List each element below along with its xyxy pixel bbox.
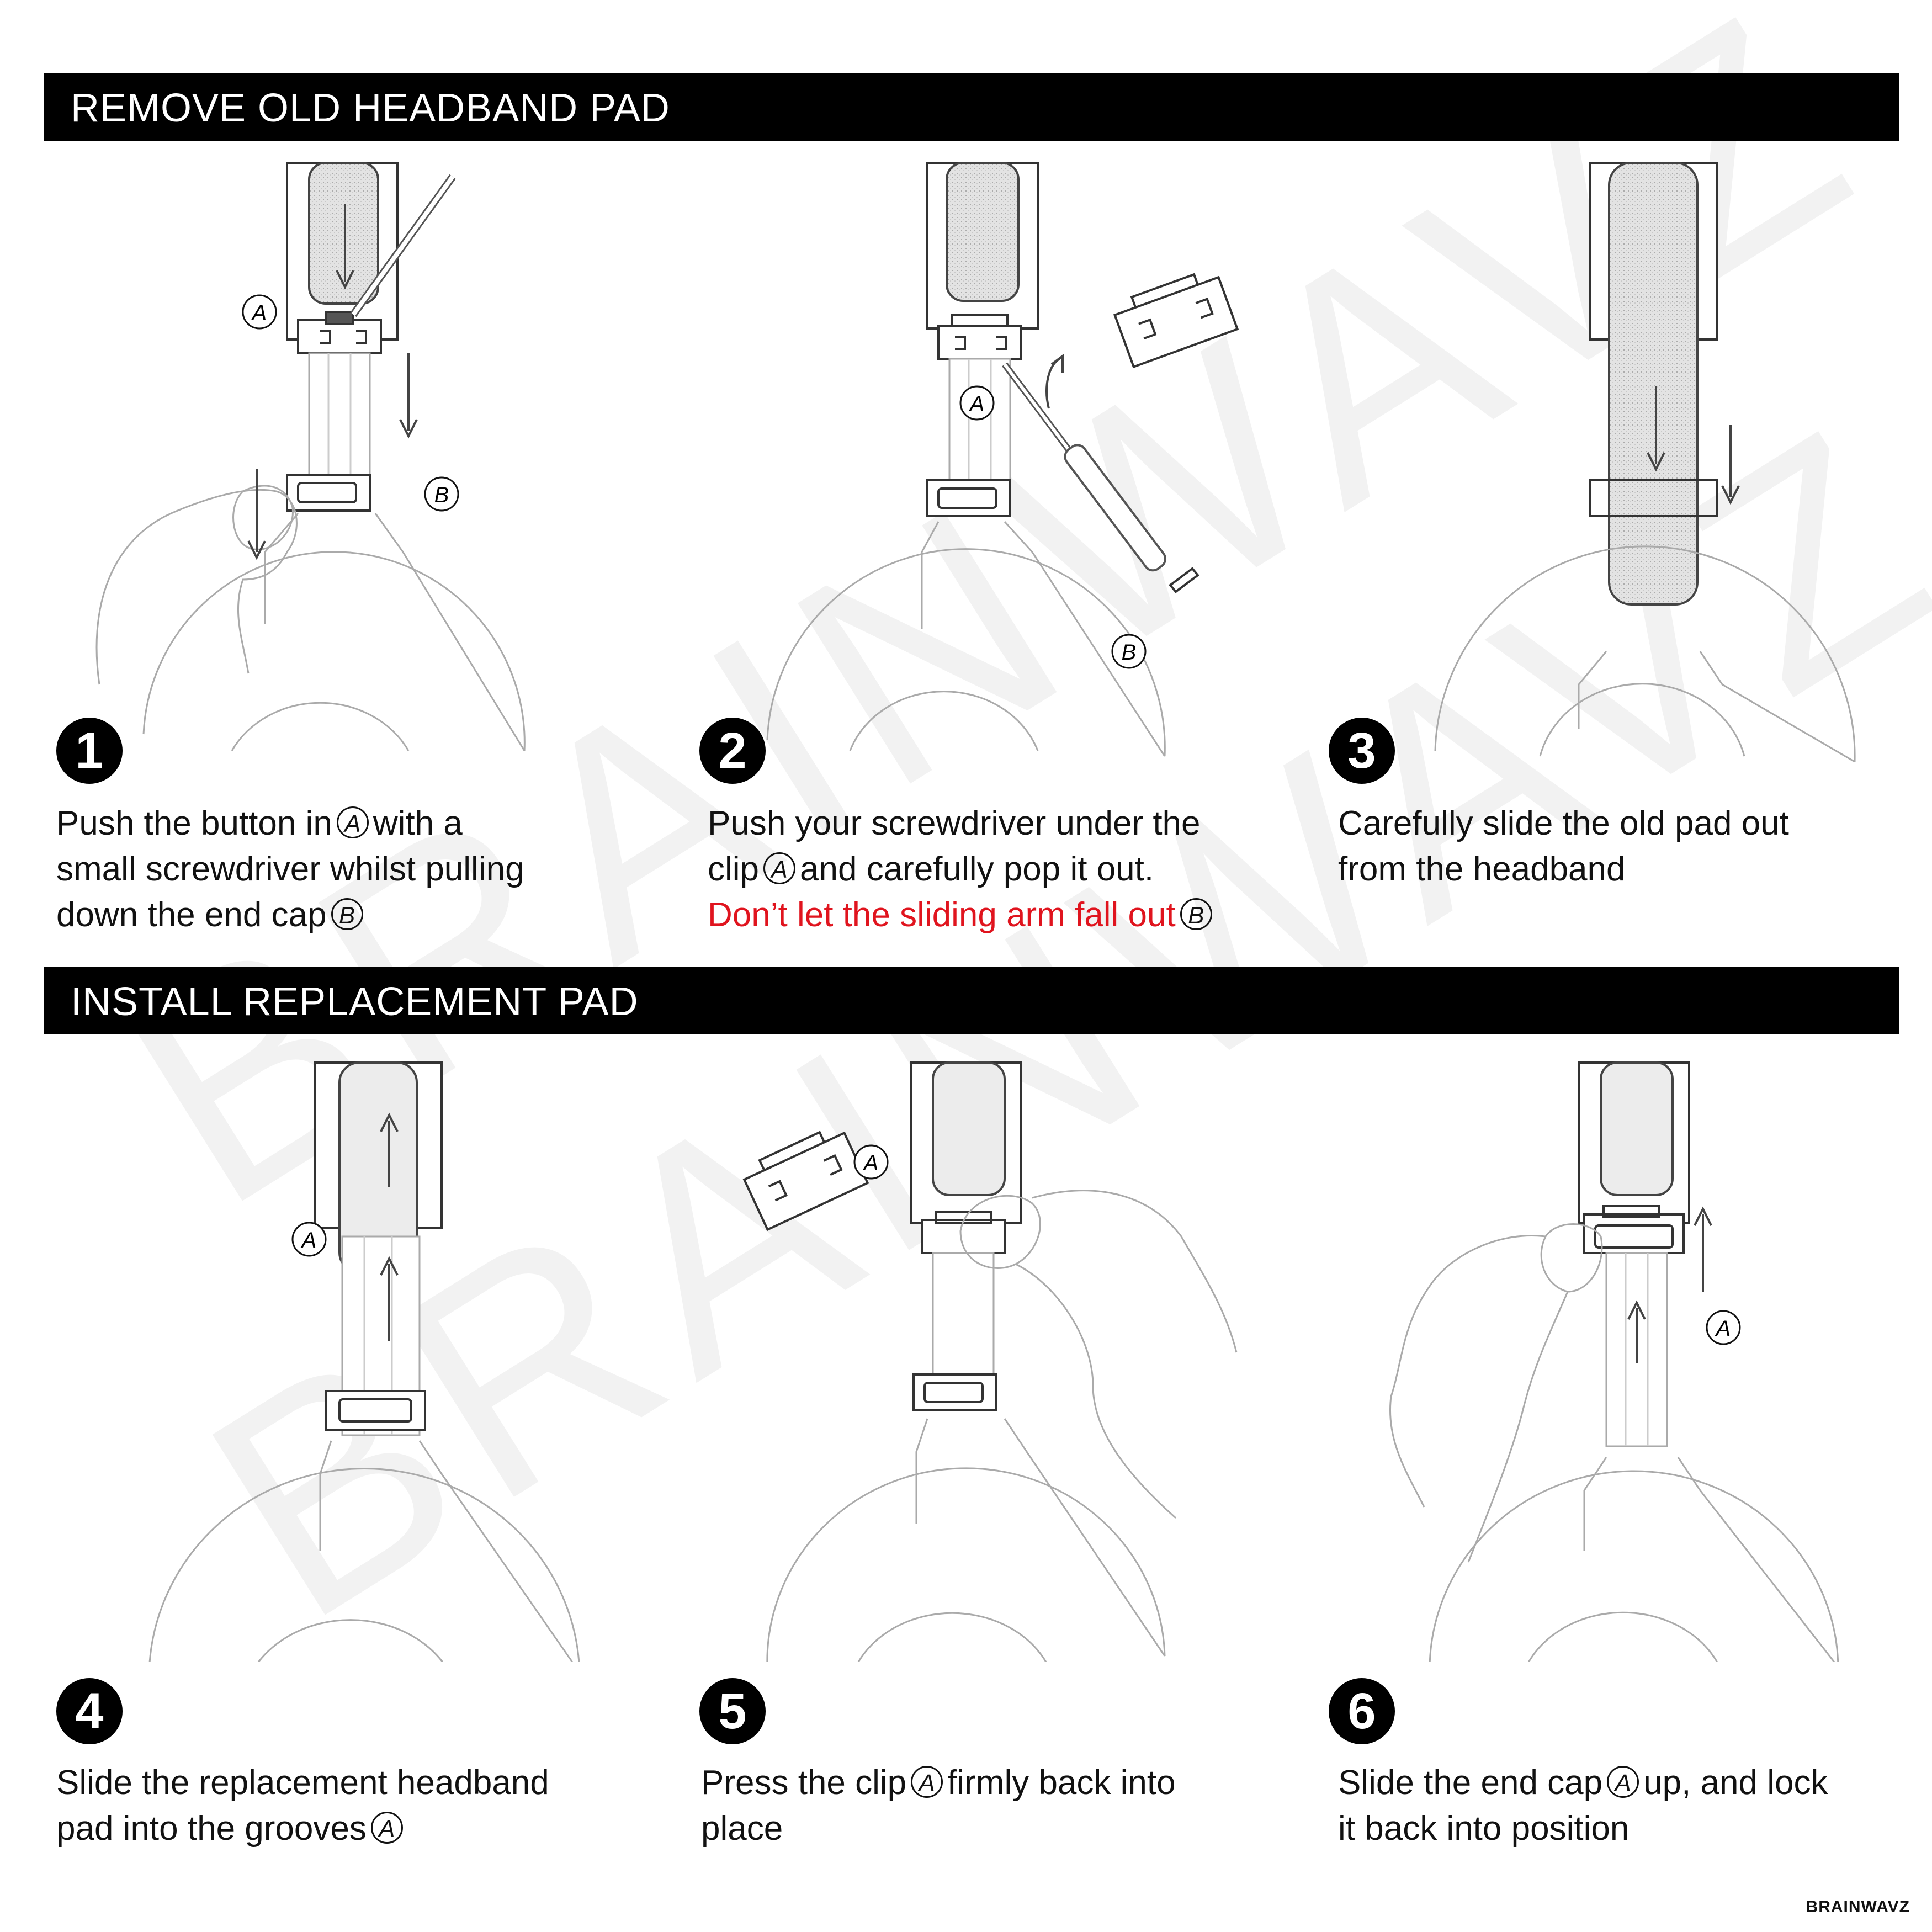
step-5-number: 5 [699, 1678, 766, 1744]
callout-a [1706, 1310, 1741, 1345]
step-1-line1: Push the button in [56, 804, 332, 842]
section-banner-install: INSTALL REPLACEMENT PAD [44, 967, 1899, 1034]
step-4-line2: pad into the grooves [56, 1809, 367, 1848]
step-2-warning: Don’t let the sliding arm fall out [708, 896, 1176, 934]
step-3-line2: from the headband [1338, 850, 1626, 888]
callout-b-label: B [1122, 640, 1137, 665]
callout-a [242, 294, 277, 330]
section-title-remove: REMOVE OLD HEADBAND PAD [71, 86, 670, 130]
step-4-illustration: A [148, 1061, 580, 1662]
step-2-illustration: A B [766, 162, 1239, 757]
step-1-line2: small screwdriver whilst pulling [56, 850, 524, 888]
step-1-illustration: A B [95, 162, 526, 751]
callout-a [853, 1144, 889, 1180]
step-6-number: 6 [1329, 1678, 1395, 1744]
section-banner-remove: REMOVE OLD HEADBAND PAD [44, 73, 1899, 141]
callout-a-label: A [863, 1151, 879, 1175]
callout-a-label: A [251, 301, 267, 325]
step-2-line2a: clip [708, 850, 760, 888]
callout-a-label: A [1715, 1317, 1731, 1341]
step-2-line1: Push your screwdriver under the [708, 804, 1201, 842]
step-5-line1a: Press the clip [701, 1764, 907, 1802]
callout-a-icon: A [336, 806, 369, 838]
step-4-number: 4 [56, 1678, 123, 1744]
step-3-number: 3 [1329, 718, 1395, 784]
step-1-number: 1 [56, 718, 123, 784]
step-6-line2: it back into position [1338, 1809, 1630, 1848]
callout-b [424, 476, 459, 512]
callout-a [959, 385, 995, 421]
step-3-line1: Carefully slide the old pad out [1338, 804, 1789, 842]
callout-b [1111, 634, 1147, 669]
callout-a-icon: A [911, 1765, 943, 1798]
step-5-line2: place [701, 1809, 783, 1848]
step-2-number: 2 [699, 718, 766, 784]
step-2-line2b: and carefully pop it out. [800, 850, 1154, 888]
step-5-illustration: A [742, 1061, 1238, 1662]
callout-b-label: B [434, 483, 449, 507]
callout-b-icon: B [331, 898, 363, 930]
callout-a-label: A [969, 392, 985, 416]
step-4-text: Slide the replacement headband pad into … [56, 1760, 664, 1851]
step-5-line1b: firmly back into [947, 1764, 1176, 1802]
step-6-illustration: A [1389, 1061, 1839, 1662]
callout-a [291, 1222, 327, 1257]
step-3-illustration [1434, 162, 1856, 762]
brand-logo: BRAINWAVZ [1806, 1898, 1910, 1916]
callout-a-icon: A [1607, 1765, 1639, 1798]
callout-a-icon: A [763, 852, 796, 884]
step-1-line1b: with a [373, 804, 463, 842]
step-6-line1b: up, and lock [1643, 1764, 1828, 1802]
callout-a-label: A [301, 1228, 317, 1252]
step-6-line1a: Slide the end cap [1338, 1764, 1603, 1802]
step-3-text: Carefully slide the old pad out from the… [1338, 800, 1932, 892]
callout-b-icon: B [1180, 898, 1212, 930]
section-title-install: INSTALL REPLACEMENT PAD [71, 980, 639, 1024]
callout-a-icon: A [370, 1811, 403, 1844]
step-4-line1: Slide the replacement headband [56, 1764, 549, 1802]
step-1-line3: down the end cap [56, 896, 327, 934]
